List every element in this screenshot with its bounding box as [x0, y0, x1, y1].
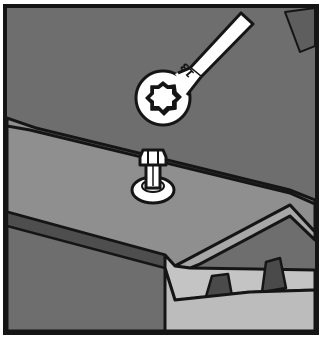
bolt-hex-head	[140, 150, 166, 165]
